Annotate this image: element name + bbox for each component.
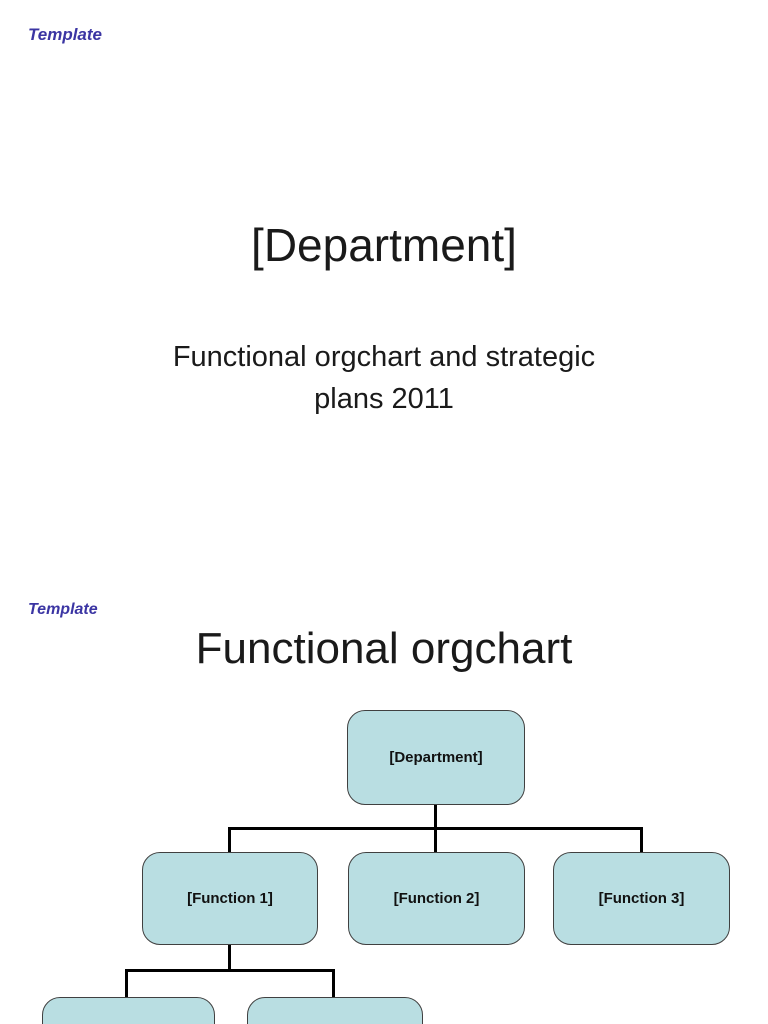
connector-stub-function2	[434, 827, 437, 853]
slide2-heading: Functional orgchart	[195, 624, 573, 673]
connector-level3-horizontal	[125, 969, 335, 972]
connector-stub-sub1	[125, 969, 128, 998]
connector-function1-down	[228, 945, 231, 972]
connector-stub-function3	[640, 827, 643, 853]
connector-root-down	[434, 805, 437, 829]
template-watermark-slide2: Template	[28, 601, 98, 618]
template-watermark-slide1: Template	[28, 25, 103, 44]
orgchart-function2-box: [Function 2]	[348, 852, 525, 945]
orgchart-sub-box-1	[42, 997, 215, 1024]
connector-stub-function1	[228, 827, 231, 853]
orgchart-function1-box: [Function 1]	[142, 852, 318, 945]
orgchart-function3-box: [Function 3]	[553, 852, 730, 945]
orgchart-root-box: [Department]	[347, 710, 525, 805]
orgchart-sub-box-2	[247, 997, 423, 1024]
slide1-subtitle-line1: Functional orgchart and strategic	[172, 341, 596, 373]
slide1-title: [Department]	[251, 219, 517, 271]
slide1-subtitle-line2: plans 2011	[314, 383, 454, 415]
connector-stub-sub2	[332, 969, 335, 998]
slide1-subtitle: Functional orgchart and strategic plans …	[0, 336, 768, 420]
